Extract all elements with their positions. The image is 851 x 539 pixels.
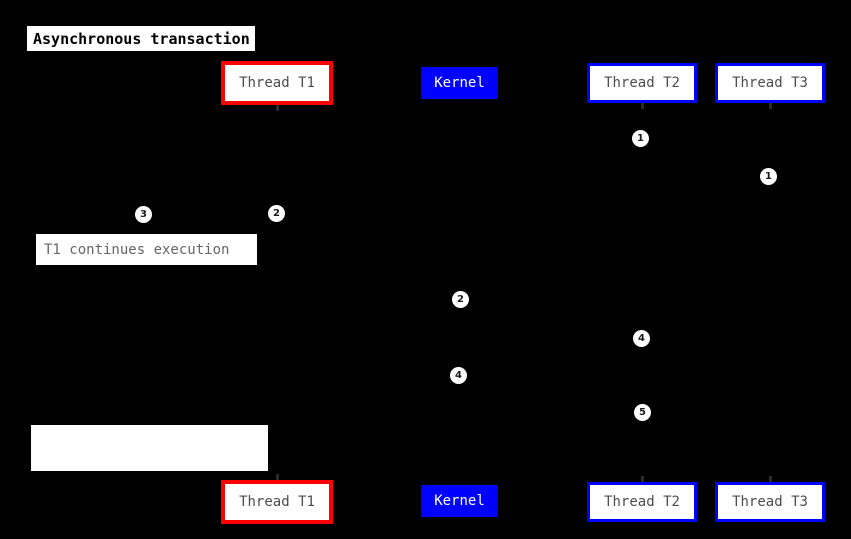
lifeline-stub bbox=[769, 476, 772, 482]
diagram-title: Asynchronous transaction bbox=[27, 26, 255, 51]
lifeline-stub bbox=[276, 105, 279, 111]
note-blank bbox=[31, 425, 268, 471]
lifeline-stub bbox=[641, 103, 644, 109]
lifeline-stub bbox=[769, 103, 772, 109]
step-marker-4: 4 bbox=[450, 367, 467, 384]
step-marker-1: 1 bbox=[760, 168, 777, 185]
step-marker-2: 2 bbox=[452, 291, 469, 308]
lifeline-stub bbox=[641, 476, 644, 482]
step-marker-5: 5 bbox=[634, 404, 651, 421]
participant-kernel-bottom[interactable]: Kernel bbox=[421, 485, 498, 517]
lifeline-stub bbox=[276, 474, 279, 480]
step-marker-2: 2 bbox=[268, 205, 285, 222]
participant-thread-t3-bottom[interactable]: Thread T3 bbox=[715, 482, 825, 522]
participant-thread-t1-top[interactable]: Thread T1 bbox=[221, 61, 333, 105]
step-marker-3: 3 bbox=[135, 206, 152, 223]
participant-kernel-top[interactable]: Kernel bbox=[421, 67, 498, 99]
participant-thread-t3-top[interactable]: Thread T3 bbox=[715, 63, 825, 103]
step-marker-4: 4 bbox=[633, 330, 650, 347]
step-marker-1: 1 bbox=[632, 130, 649, 147]
participant-thread-t2-top[interactable]: Thread T2 bbox=[587, 63, 697, 103]
note-t1-continues-execution: T1 continues execution bbox=[36, 234, 257, 265]
participant-thread-t1-bottom[interactable]: Thread T1 bbox=[221, 480, 333, 524]
participant-thread-t2-bottom[interactable]: Thread T2 bbox=[587, 482, 697, 522]
